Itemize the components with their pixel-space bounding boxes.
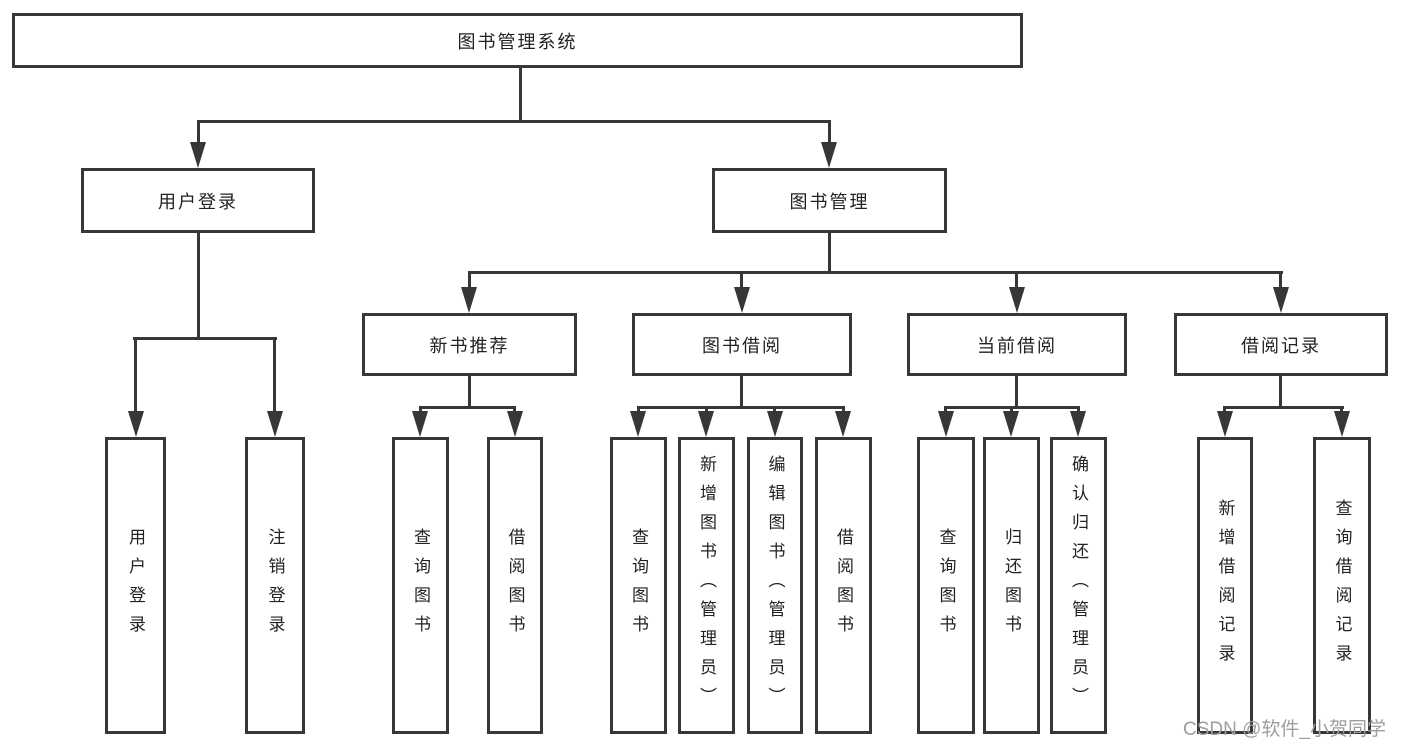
connector-root-split [197, 120, 831, 123]
arrow-down-icon [507, 411, 523, 437]
connector-user-login-drop [197, 233, 200, 337]
connector-group2-split [638, 406, 845, 409]
connector-group4-drop [1279, 376, 1282, 406]
node-book-management-label: 图书管理 [789, 191, 870, 212]
node-leaf-bb-borrow-books: 借阅图书 [815, 437, 872, 734]
connector-current-borrow-stem [1015, 271, 1018, 289]
node-leaf-cb-query-books-label: 查询图书 [936, 527, 956, 644]
node-leaf-bb-add-books-admin-label: 新增图书（管理员） [697, 455, 716, 716]
connector-group1-split [420, 406, 516, 409]
connector-group1-child1-stem [419, 406, 422, 415]
node-new-book-recommend: 新书推荐 [362, 313, 577, 376]
arrow-down-icon [835, 411, 851, 437]
node-leaf-cb-return-books-label: 归还图书 [1002, 527, 1021, 644]
arrow-down-icon [698, 411, 714, 437]
node-leaf-cb-confirm-return-admin: 确认归还（管理员） [1050, 437, 1107, 734]
connector-group3-drop [1015, 376, 1018, 406]
arrow-down-icon [461, 287, 477, 313]
arrow-down-icon [821, 142, 837, 168]
connector-root-stem [519, 68, 522, 120]
arrow-down-icon [767, 411, 783, 437]
node-root-library-system: 图书管理系统 [12, 13, 1023, 68]
node-leaf-br-add-record-label: 新增借阅记录 [1215, 498, 1235, 673]
connector-group4-child1-stem [1223, 406, 1226, 415]
arrow-down-icon [1334, 411, 1350, 437]
node-leaf-user-login: 用户登录 [105, 437, 166, 734]
connector-book-mgmt-split [469, 271, 1283, 274]
connector-group2-child2-stem [705, 406, 708, 415]
arrow-down-icon [267, 411, 283, 437]
connector-book-mgmt-stem [828, 120, 831, 148]
csdn-watermark: CSDN @软件_小贺同学 [1183, 719, 1386, 740]
node-leaf-nb-query-books: 查询图书 [392, 437, 449, 734]
node-borrowing-records-label: 借阅记录 [1241, 335, 1321, 356]
node-leaf-bb-edit-books-admin-label: 编辑图书（管理员） [765, 455, 785, 716]
connector-borrow-records-stem [1279, 271, 1282, 289]
arrow-down-icon [128, 411, 144, 437]
node-book-borrowing-label: 图书借阅 [702, 335, 782, 356]
connector-group1-drop [468, 376, 471, 406]
node-leaf-br-query-record-label: 查询借阅记录 [1332, 498, 1352, 673]
arrow-down-icon [1070, 411, 1086, 437]
node-leaf-bb-query-books-label: 查询图书 [629, 527, 648, 644]
connector-group2-child1-stem [637, 406, 640, 415]
arrow-down-icon [630, 411, 646, 437]
arrow-down-icon [1273, 287, 1289, 313]
node-user-login-label: 用户登录 [158, 191, 238, 212]
arrow-down-icon [1003, 411, 1019, 437]
connector-group4-child2-stem [1340, 406, 1343, 415]
node-new-book-recommend-label: 新书推荐 [429, 335, 510, 356]
connector-group3-child1-stem [944, 406, 947, 415]
connector-logout-stem [273, 337, 276, 413]
arrow-down-icon [412, 411, 428, 437]
node-leaf-user-login-label: 用户登录 [126, 527, 145, 644]
node-leaf-bb-query-books: 查询图书 [610, 437, 667, 734]
node-user-login: 用户登录 [81, 168, 315, 233]
node-leaf-nb-borrow-books: 借阅图书 [487, 437, 543, 734]
node-current-borrowing-label: 当前借阅 [977, 335, 1057, 356]
connector-group2-child4-stem [842, 406, 845, 415]
node-borrowing-records: 借阅记录 [1174, 313, 1388, 376]
node-leaf-nb-borrow-books-label: 借阅图书 [505, 527, 525, 644]
connector-book-borrow-stem [740, 271, 743, 289]
connector-new-book-stem [468, 271, 471, 289]
connector-group3-child3-stem [1077, 406, 1080, 415]
connector-book-mgmt-drop [828, 233, 831, 271]
arrow-down-icon [1217, 411, 1233, 437]
connector-login-stem [134, 337, 137, 413]
arrow-down-icon [190, 142, 206, 168]
node-book-borrowing: 图书借阅 [632, 313, 852, 376]
node-leaf-cb-query-books: 查询图书 [917, 437, 975, 734]
node-leaf-nb-query-books-label: 查询图书 [411, 527, 430, 644]
node-leaf-br-add-record: 新增借阅记录 [1197, 437, 1253, 734]
arrow-down-icon [734, 287, 750, 313]
node-leaf-logout: 注销登录 [245, 437, 305, 734]
node-leaf-cb-confirm-return-admin-label: 确认归还（管理员） [1069, 455, 1088, 716]
node-leaf-logout-label: 注销登录 [265, 527, 285, 644]
node-leaf-bb-edit-books-admin: 编辑图书（管理员） [747, 437, 803, 734]
connector-group1-child2-stem [513, 406, 516, 415]
connector-group2-child3-stem [773, 406, 776, 415]
connector-group2-drop [740, 376, 743, 406]
node-root-label: 图书管理系统 [457, 31, 578, 52]
arrow-down-icon [938, 411, 954, 437]
node-leaf-cb-return-books: 归还图书 [983, 437, 1040, 734]
node-book-management: 图书管理 [712, 168, 947, 233]
node-leaf-bb-add-books-admin: 新增图书（管理员） [678, 437, 735, 734]
node-leaf-bb-borrow-books-label: 借阅图书 [834, 527, 853, 644]
arrow-down-icon [1009, 287, 1025, 313]
node-leaf-br-query-record: 查询借阅记录 [1313, 437, 1371, 734]
connector-user-login-stem [197, 120, 200, 148]
connector-user-login-split [133, 337, 277, 340]
connector-group4-split [1224, 406, 1344, 409]
connector-group3-child2-stem [1010, 406, 1013, 415]
node-current-borrowing: 当前借阅 [907, 313, 1127, 376]
